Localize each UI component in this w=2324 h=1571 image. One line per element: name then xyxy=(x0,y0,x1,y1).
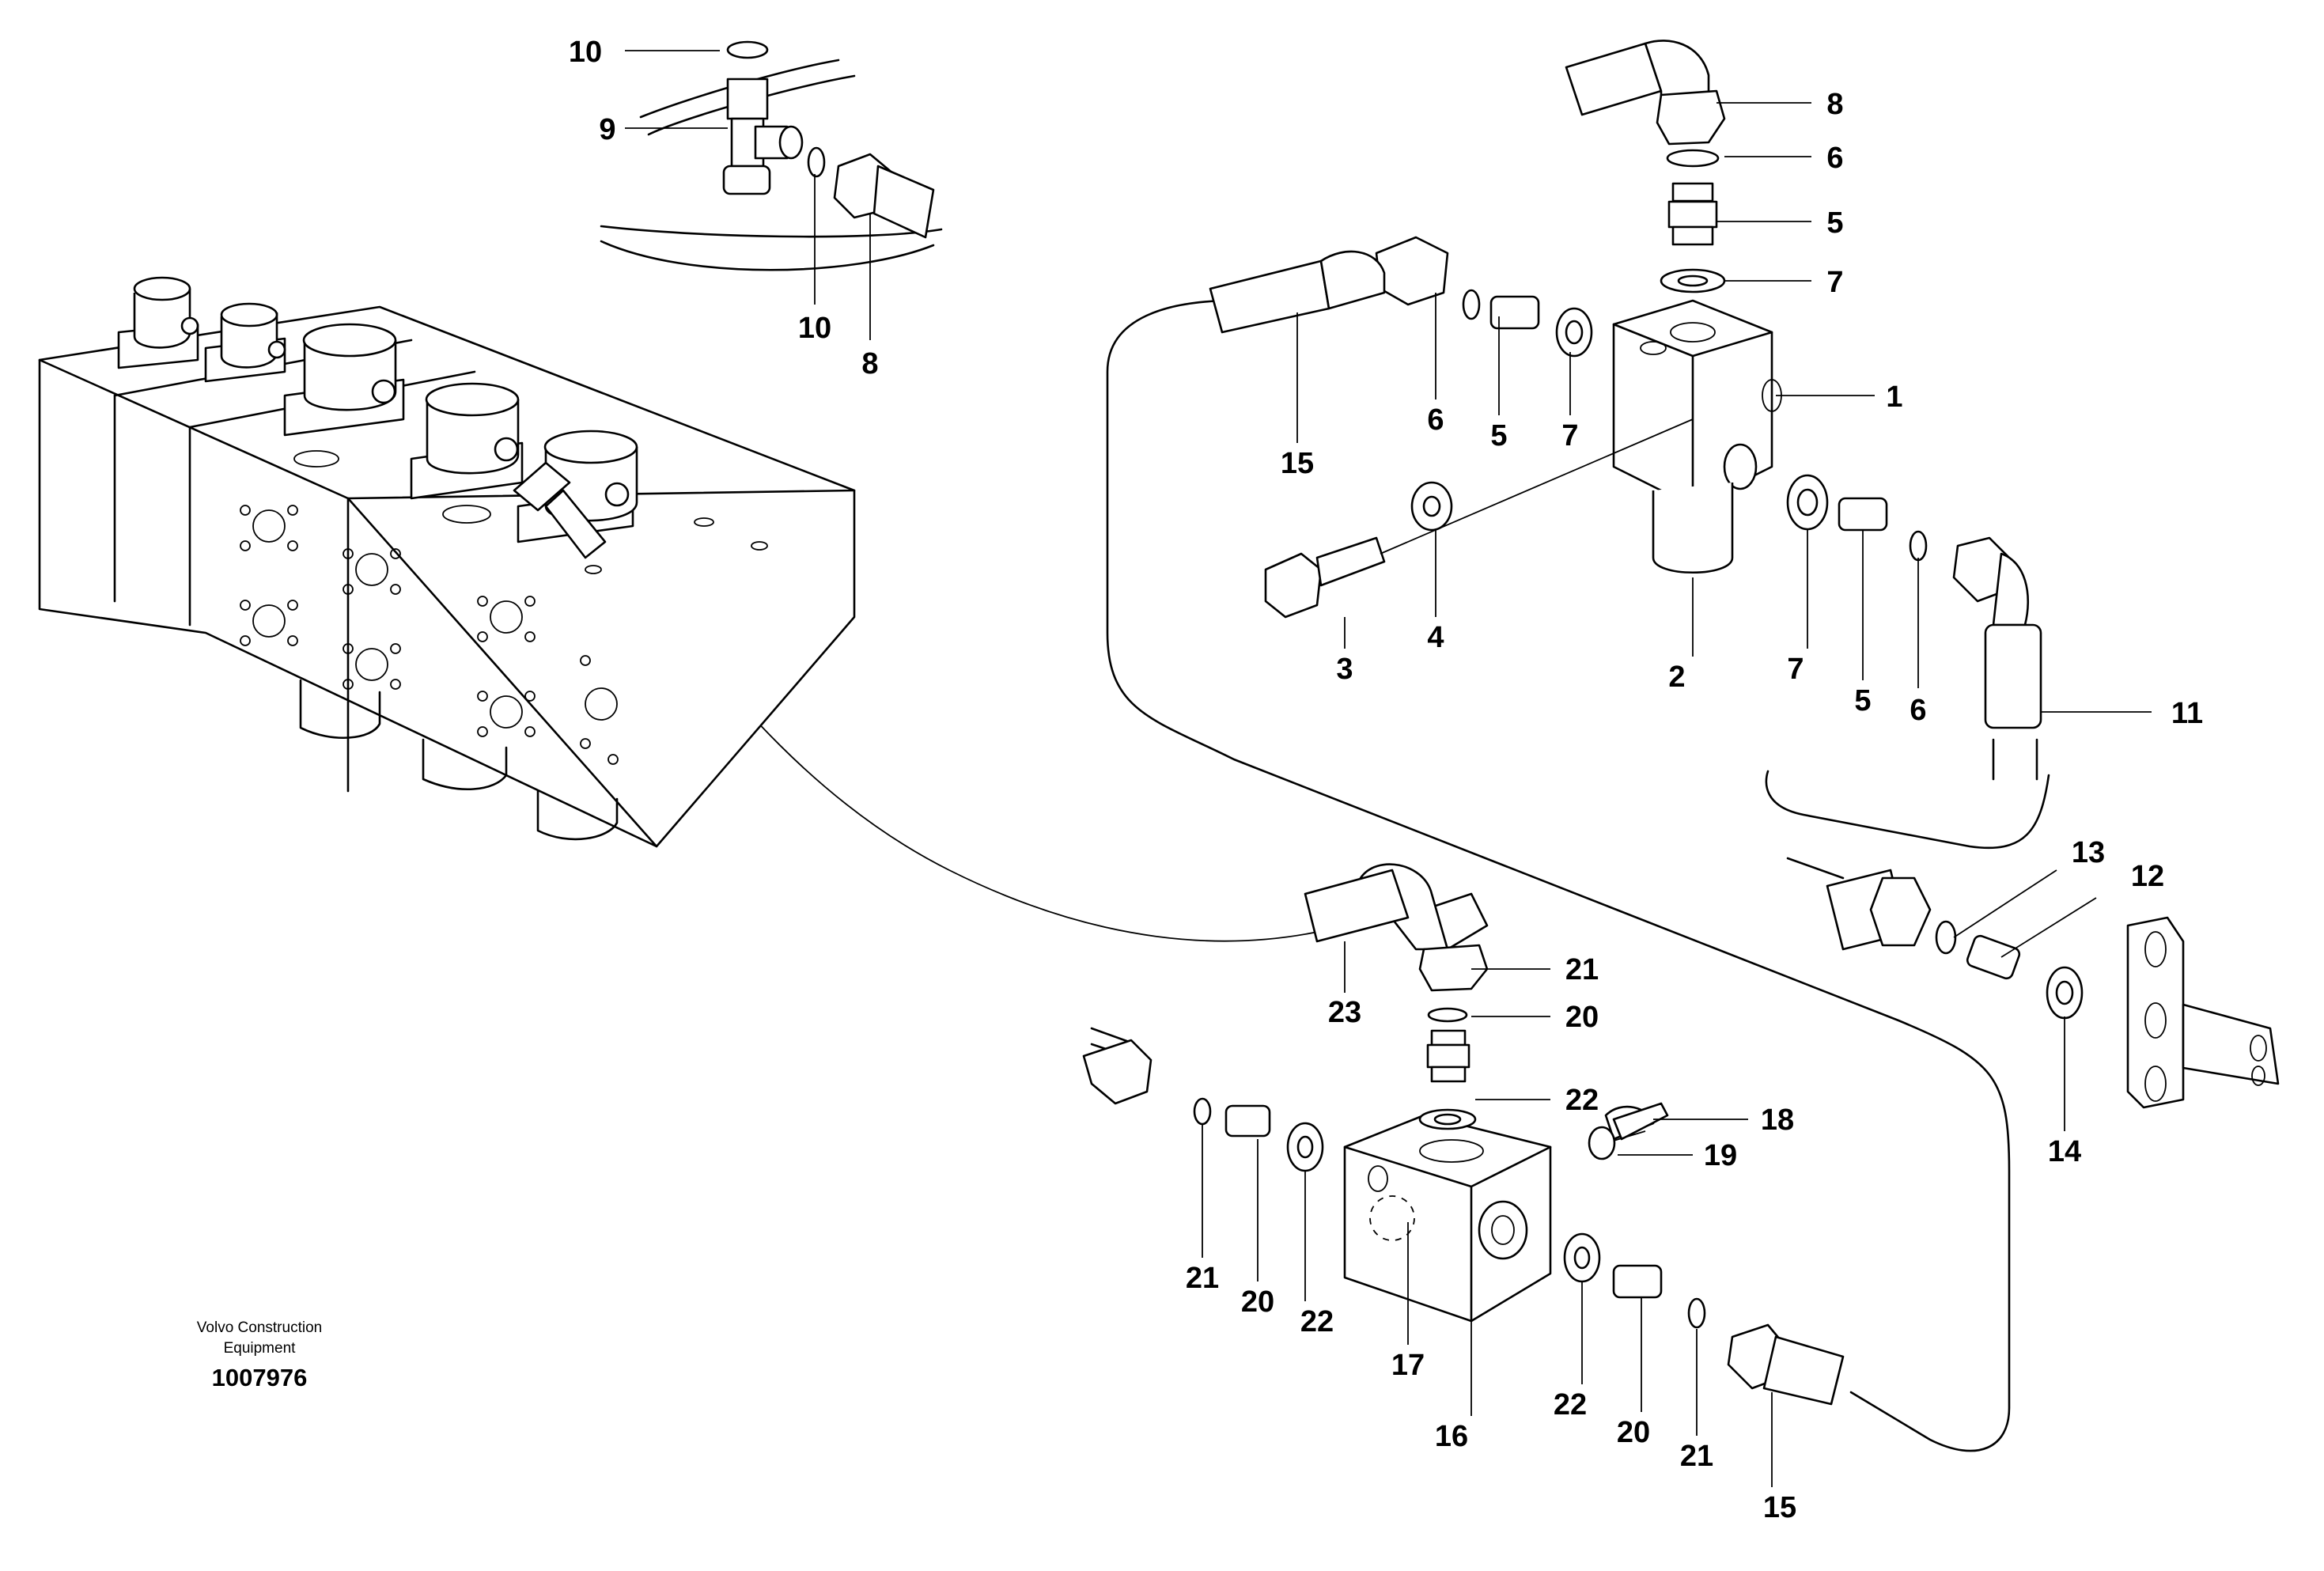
callout-5-right: 5 xyxy=(1854,684,1871,717)
solenoid-2 xyxy=(204,302,286,383)
callout-6-top: 6 xyxy=(1826,142,1843,175)
callout-7-right: 7 xyxy=(1787,653,1804,686)
callout-21-left: 21 xyxy=(1186,1262,1219,1295)
callout-7-mid: 7 xyxy=(1561,419,1578,452)
callout-20-top: 20 xyxy=(1565,1001,1599,1034)
callout-23: 23 xyxy=(1328,996,1361,1029)
callout-7-top: 7 xyxy=(1826,266,1843,299)
callout-1: 1 xyxy=(1886,380,1902,414)
callout-14: 14 xyxy=(2048,1135,2081,1168)
control-valve-block xyxy=(38,276,856,848)
callout-11: 11 xyxy=(2171,697,2203,730)
callout-2: 2 xyxy=(1668,661,1685,694)
block-1-left-fittings xyxy=(1209,236,1593,358)
callout-15-bottom: 15 xyxy=(1763,1491,1796,1524)
callout-18: 18 xyxy=(1761,1103,1794,1137)
document-number: 1007976 xyxy=(212,1364,308,1391)
callout-9: 9 xyxy=(599,113,615,146)
elbow-8 xyxy=(1565,40,1726,293)
callout-20-bottom: 20 xyxy=(1617,1416,1650,1449)
block-16-fittings xyxy=(1082,863,1845,1406)
callout-20-left: 20 xyxy=(1241,1285,1274,1319)
solenoid-1 xyxy=(117,276,199,369)
bolt-3 xyxy=(1264,418,1694,619)
callout-numbers: 10 9 10 8 8 6 5 7 1 15 6 5 7 3 4 2 7 5 6… xyxy=(569,36,2203,1524)
block-1-right-fittings xyxy=(1786,474,2042,781)
leader-lines xyxy=(625,50,2152,1487)
callout-4: 4 xyxy=(1427,621,1444,654)
callout-6-right: 6 xyxy=(1910,694,1926,727)
callout-16: 16 xyxy=(1435,1420,1468,1453)
callout-8-right: 8 xyxy=(1826,88,1843,121)
callout-6-mid: 6 xyxy=(1427,403,1444,437)
callout-5-top: 5 xyxy=(1826,206,1843,240)
fittings-11-12-14 xyxy=(1826,869,2280,1109)
block-16 xyxy=(1343,1114,1552,1323)
callout-10-lower: 10 xyxy=(798,312,831,345)
brand-block: Volvo Construction Equipment 1007976 xyxy=(197,1319,322,1391)
callout-3: 3 xyxy=(1336,653,1353,686)
callout-8-left: 8 xyxy=(861,347,878,380)
valve-face-ports xyxy=(240,505,619,765)
callout-13: 13 xyxy=(2072,836,2105,869)
callout-17: 17 xyxy=(1391,1349,1425,1382)
callout-5-mid: 5 xyxy=(1490,419,1507,452)
callout-22-bottom: 22 xyxy=(1554,1388,1587,1421)
callout-15-top: 15 xyxy=(1281,447,1314,480)
hose-lines xyxy=(600,59,2050,1452)
callout-22-top: 22 xyxy=(1565,1084,1599,1117)
callout-10-top: 10 xyxy=(569,36,602,69)
solenoid-3 xyxy=(283,323,405,437)
brand-line-1: Volvo Construction xyxy=(197,1319,322,1336)
callout-21-top: 21 xyxy=(1565,953,1599,986)
callout-12: 12 xyxy=(2131,860,2164,893)
brand-line-2: Equipment xyxy=(224,1340,297,1357)
valve-elbow-fitting xyxy=(513,461,607,559)
callout-19: 19 xyxy=(1704,1139,1737,1172)
callout-21-bottom: 21 xyxy=(1680,1440,1713,1473)
callout-22-left: 22 xyxy=(1300,1305,1334,1338)
solenoid-4 xyxy=(410,382,524,500)
block-1 xyxy=(1612,299,1782,574)
tee-fitting-group xyxy=(722,40,935,239)
